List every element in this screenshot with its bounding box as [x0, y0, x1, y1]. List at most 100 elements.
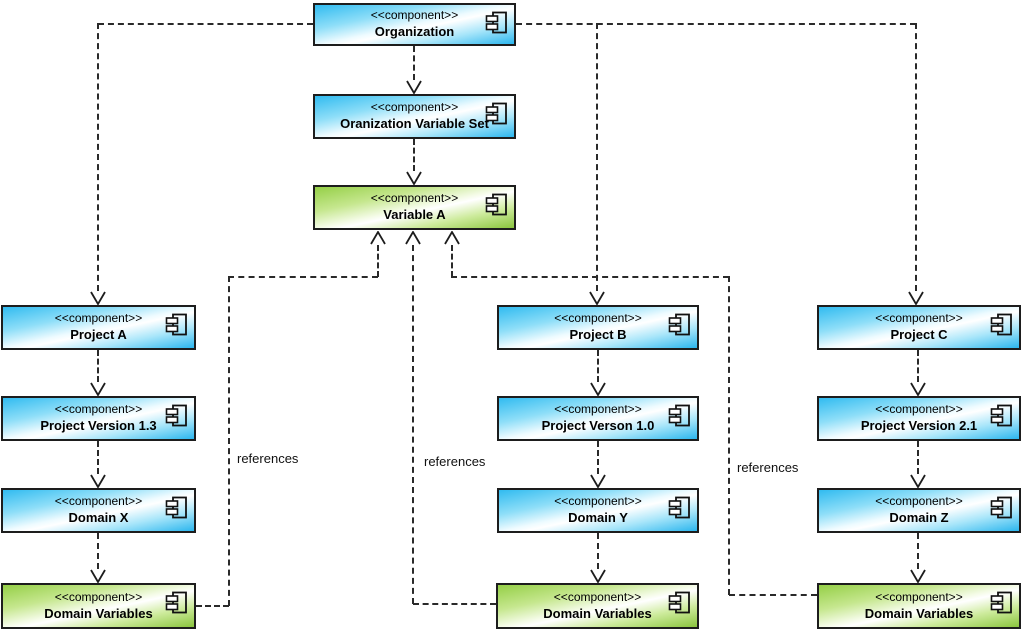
arrowhead-down-icon — [90, 474, 106, 488]
connector-project-b-to-version — [597, 350, 599, 382]
node-label: Domain Variables — [44, 605, 153, 621]
arrowhead-down-icon — [590, 474, 606, 488]
component-icon — [485, 102, 507, 125]
connector-org-right-h — [516, 23, 916, 25]
arrowhead-down-icon — [589, 291, 605, 305]
node-label: Domain Variables — [864, 605, 974, 621]
node-project-version-2-1: <<component>> Project Version 2.1 — [817, 396, 1021, 441]
stereotype-label: <<component>> — [54, 589, 143, 604]
arrowhead-down-icon — [910, 382, 926, 396]
connector-ref-left-stub — [196, 605, 229, 607]
node-label: Project B — [569, 327, 627, 343]
connector-project-c-to-version — [917, 350, 919, 382]
node-label: Project Version 2.1 — [860, 418, 978, 434]
connector-org-to-ovs — [413, 46, 415, 80]
stereotype-label: <<component>> — [875, 589, 963, 604]
references-label-left: references — [237, 451, 299, 466]
connector-org-to-project-b — [596, 23, 598, 291]
connector-domain-x-to-variables — [97, 533, 99, 569]
node-label: Domain Variables — [543, 605, 652, 621]
arrowhead-down-icon — [910, 569, 926, 583]
component-icon — [990, 591, 1012, 614]
stereotype-label: <<component>> — [875, 402, 963, 417]
component-icon — [668, 313, 690, 336]
component-icon — [668, 496, 690, 519]
node-label: Domain Y — [568, 510, 628, 526]
connector-ref-right-v — [728, 276, 730, 595]
component-icon — [990, 496, 1012, 519]
stereotype-label: <<component>> — [370, 191, 459, 206]
arrowhead-down-icon — [90, 291, 106, 305]
arrowhead-down-icon — [910, 474, 926, 488]
node-project-a: <<component>> Project A — [1, 305, 196, 350]
connector-org-to-project-c — [915, 23, 917, 291]
node-label: Domain X — [68, 510, 129, 526]
node-domain-variables-left: <<component>> Domain Variables — [1, 583, 196, 629]
node-domain-x: <<component>> Domain X — [1, 488, 196, 533]
connector-ref-left-up — [377, 245, 379, 277]
stereotype-label: <<component>> — [54, 494, 143, 509]
component-icon — [668, 404, 690, 427]
node-domain-y: <<component>> Domain Y — [497, 488, 699, 533]
connector-ref-mid-v — [412, 245, 414, 604]
stereotype-label: <<component>> — [553, 589, 642, 604]
arrowhead-down-icon — [590, 569, 606, 583]
stereotype-label: <<component>> — [554, 311, 642, 326]
component-icon — [165, 404, 187, 427]
node-label: Oranization Variable Set — [340, 116, 489, 132]
node-organization: <<component>> Organization — [313, 3, 516, 46]
arrowhead-down-icon — [406, 80, 422, 94]
arrowhead-down-icon — [908, 291, 924, 305]
node-project-b: <<component>> Project B — [497, 305, 699, 350]
connector-domain-z-to-variables — [917, 533, 919, 569]
node-domain-variables-right: <<component>> Domain Variables — [817, 583, 1021, 629]
component-icon — [165, 591, 187, 614]
node-label: Organization — [374, 24, 455, 40]
connector-project-a-to-version — [97, 350, 99, 382]
stereotype-label: <<component>> — [54, 402, 143, 417]
arrowhead-up-icon — [405, 231, 421, 245]
node-domain-z: <<component>> Domain Z — [817, 488, 1021, 533]
node-label: Domain Z — [889, 510, 949, 526]
component-icon — [485, 193, 507, 216]
stereotype-label: <<component>> — [875, 494, 963, 509]
connector-version13-to-domain-x — [97, 441, 99, 474]
node-project-c: <<component>> Project C — [817, 305, 1021, 350]
component-icon — [485, 11, 507, 34]
component-icon — [990, 404, 1012, 427]
connector-ref-right-top-h — [451, 276, 729, 278]
stereotype-label: <<component>> — [370, 8, 459, 23]
arrowhead-up-icon — [370, 231, 386, 245]
connector-verson10-to-domain-y — [597, 441, 599, 474]
references-label-middle: references — [424, 454, 486, 469]
node-label: Project Version 1.3 — [40, 418, 157, 434]
stereotype-label: <<component>> — [554, 402, 642, 417]
connector-org-left-h — [98, 23, 313, 25]
connector-ref-right-stub — [729, 594, 817, 596]
node-project-version-1-3: <<component>> Project Version 1.3 — [1, 396, 196, 441]
stereotype-label: <<component>> — [554, 494, 642, 509]
node-organization-variable-set: <<component>> Oranization Variable Set — [313, 94, 516, 139]
references-label-right: references — [737, 460, 799, 475]
connector-org-to-project-a — [97, 23, 99, 291]
arrowhead-down-icon — [90, 382, 106, 396]
arrowhead-up-icon — [444, 231, 460, 245]
stereotype-label: <<component>> — [54, 311, 143, 326]
connector-ovs-to-variable-a — [413, 139, 415, 171]
connector-ref-left-v — [228, 276, 230, 606]
node-label: Project C — [890, 327, 948, 343]
node-label: Variable A — [383, 207, 446, 223]
connector-ref-mid-stub — [413, 603, 496, 605]
connector-ref-left-top-h — [228, 276, 378, 278]
node-variable-a: <<component>> Variable A — [313, 185, 516, 230]
arrowhead-down-icon — [90, 569, 106, 583]
node-project-verson-1-0: <<component>> Project Verson 1.0 — [497, 396, 699, 441]
node-label: Project A — [70, 327, 127, 343]
connector-version21-to-domain-z — [917, 441, 919, 474]
component-icon — [165, 313, 187, 336]
component-icon — [990, 313, 1012, 336]
node-domain-variables-middle: <<component>> Domain Variables — [496, 583, 699, 629]
connector-domain-y-to-variables — [597, 533, 599, 569]
stereotype-label: <<component>> — [370, 100, 459, 115]
